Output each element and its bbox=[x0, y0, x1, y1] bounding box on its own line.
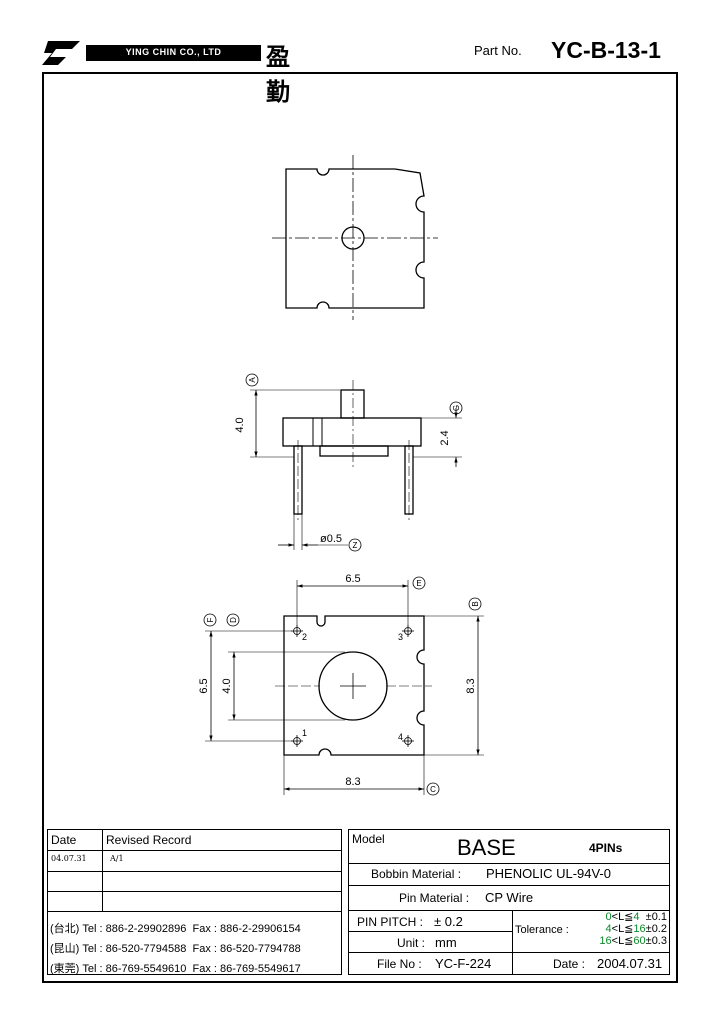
tolerance-label: Tolerance : bbox=[515, 924, 569, 936]
revision-row bbox=[48, 891, 341, 912]
model-value: BASE bbox=[457, 835, 516, 860]
pin-count: 4PINs bbox=[589, 841, 623, 855]
company-name-en: YING CHIN CO., LTD bbox=[125, 47, 222, 57]
bobbin-value: PHENOLIC UL-94V-0 bbox=[486, 866, 611, 881]
ref-d: D bbox=[229, 617, 238, 623]
tolerance-row: 16<L≦60±0.3 bbox=[599, 935, 667, 947]
revision-row bbox=[48, 871, 341, 892]
dim-width: 8.3 bbox=[345, 776, 360, 788]
logo-mark-icon bbox=[42, 41, 80, 65]
model-label: Model bbox=[352, 832, 385, 846]
bottom-view bbox=[203, 576, 484, 796]
contact-taipei: (台北) Tel : 886-2-29902896 Fax : 886-2-29… bbox=[50, 923, 301, 935]
pin-material-value: CP Wire bbox=[485, 890, 534, 905]
drawing-frame bbox=[42, 72, 678, 983]
bobbin-label: Bobbin Material : bbox=[371, 867, 462, 881]
ref-z: Z bbox=[353, 541, 358, 550]
company-name-bar: YING CHIN CO., LTD bbox=[86, 45, 261, 61]
pitch-value: ± 0.2 bbox=[434, 914, 463, 929]
revision-row: 04.07.31 A/1 bbox=[48, 850, 341, 872]
dim-pin-dia: ø0.5 bbox=[320, 533, 342, 545]
dim-pitch-y: 6.5 bbox=[198, 678, 210, 693]
pin-material-row: Pin Material : CP Wire bbox=[349, 885, 669, 911]
pin-label-2: 2 bbox=[302, 632, 307, 642]
company-logo: YING CHIN CO., LTD 盈勤 bbox=[42, 37, 292, 106]
spec-table: Model BASE 4PINs Bobbin Material : PHENO… bbox=[348, 829, 670, 975]
dim-height-total: 4.0 bbox=[234, 417, 246, 432]
ref-e: E bbox=[416, 579, 421, 588]
side-view bbox=[245, 373, 463, 552]
unit-label: Unit : bbox=[397, 936, 426, 950]
date-value: 2004.07.31 bbox=[597, 956, 663, 971]
part-no-label: Part No. bbox=[474, 43, 522, 58]
unit-value: mm bbox=[435, 935, 457, 950]
date-label: Date : bbox=[553, 957, 586, 971]
file-label: File No : bbox=[377, 957, 422, 971]
pin-label-1: 1 bbox=[302, 728, 307, 738]
pin-material-label: Pin Material : bbox=[399, 891, 470, 905]
tolerance-list: 0<L≦4 ±0.1 4<L≦16±0.2 16<L≦60±0.3 bbox=[571, 911, 667, 947]
ref-f: F bbox=[206, 617, 215, 622]
tolerance-row: 0<L≦4 ±0.1 bbox=[605, 911, 667, 923]
dim-pitch-x: 6.5 bbox=[345, 573, 360, 585]
model-row: Model BASE 4PINs bbox=[349, 830, 669, 864]
revision-record: A/1 bbox=[110, 854, 124, 863]
ref-b: B bbox=[471, 601, 480, 606]
revision-table: Date Revised Record 04.07.31 A/1 (台北) Te… bbox=[47, 829, 342, 975]
date-header: Date bbox=[51, 833, 77, 847]
dim-inner: 4.0 bbox=[221, 678, 233, 693]
ref-a: A bbox=[248, 377, 257, 383]
company-name-cn: 盈勤 bbox=[266, 42, 290, 106]
tolerance-row: 4<L≦16±0.2 bbox=[605, 923, 667, 935]
record-header: Revised Record bbox=[106, 833, 192, 847]
dim-height: 8.3 bbox=[465, 678, 477, 693]
contact-kunshan: (昆山) Tel : 86-520-7794588 Fax : 86-520-7… bbox=[50, 943, 301, 955]
contact-dongguan: (東莞) Tel : 86-769-5549610 Fax : 86-769-5… bbox=[50, 963, 301, 975]
part-no: YC-B-13-1 bbox=[551, 37, 661, 63]
ref-c: C bbox=[430, 785, 436, 794]
pitch-label: PIN PITCH : bbox=[357, 915, 424, 929]
revision-date: 04.07.31 bbox=[51, 854, 87, 863]
pin-label-4: 4 bbox=[398, 732, 403, 742]
ref-g: G bbox=[452, 405, 461, 411]
file-value: YC-F-224 bbox=[435, 956, 492, 971]
dim-height-body: 2.4 bbox=[439, 430, 451, 445]
top-view bbox=[272, 155, 438, 320]
revision-header-row: Date Revised Record bbox=[48, 830, 341, 851]
bobbin-row: Bobbin Material : PHENOLIC UL-94V-0 bbox=[349, 863, 669, 886]
pin-label-3: 3 bbox=[398, 632, 403, 642]
